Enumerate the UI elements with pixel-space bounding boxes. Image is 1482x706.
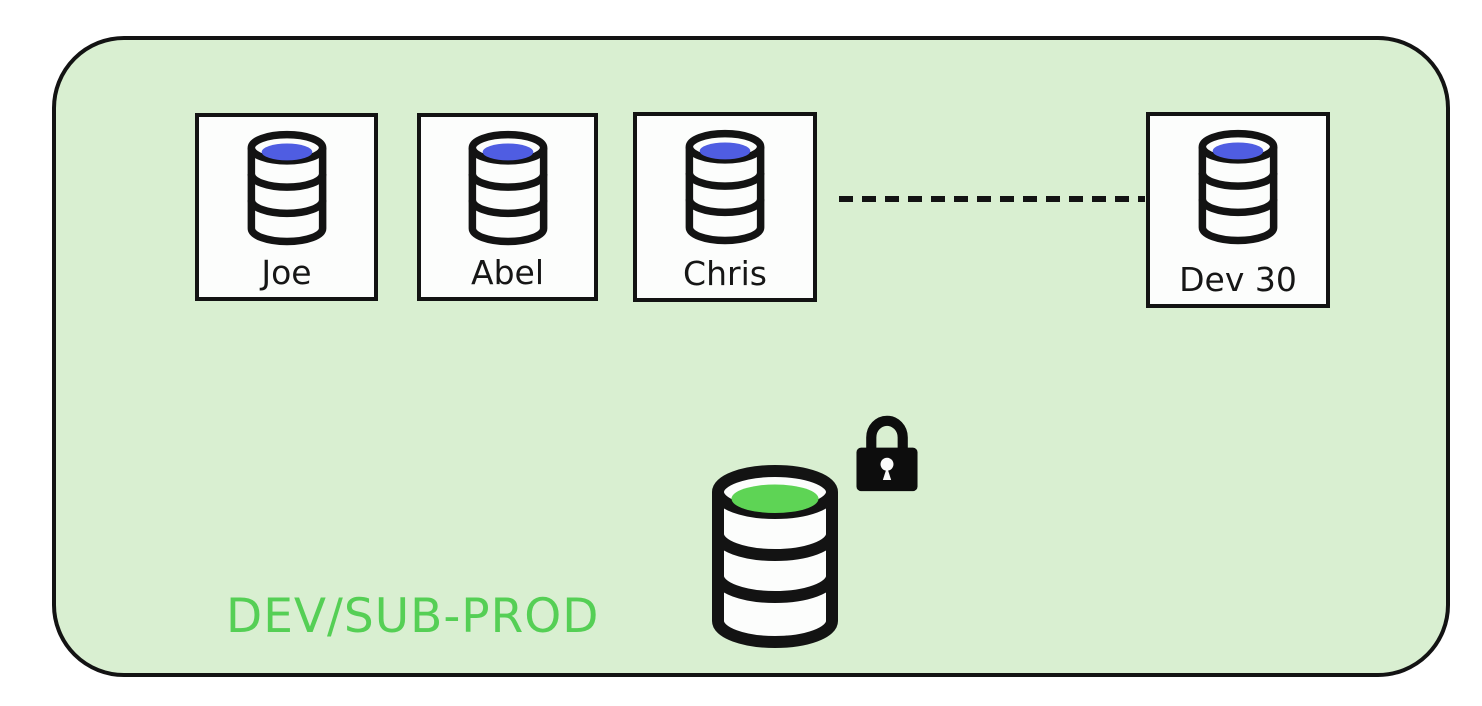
database-icon	[1198, 129, 1278, 245]
node-label-chris: Chris	[683, 254, 767, 294]
node-label-abel: Abel	[471, 253, 544, 293]
db-node-dev30: Dev 30	[1146, 112, 1330, 308]
database-icon	[685, 129, 765, 245]
dashed-connector	[839, 196, 1145, 202]
db-node-abel: Abel	[417, 113, 598, 301]
zone-label: DEV/SUB-PROD	[226, 589, 600, 644]
locked-database-icon	[712, 465, 838, 648]
db-node-chris: Chris	[633, 112, 817, 302]
lock-icon	[856, 415, 918, 492]
node-label-dev30: Dev 30	[1179, 260, 1297, 300]
database-icon	[468, 130, 547, 246]
database-icon	[247, 130, 326, 246]
node-label-joe: Joe	[261, 253, 312, 293]
db-node-joe: Joe	[195, 113, 378, 301]
